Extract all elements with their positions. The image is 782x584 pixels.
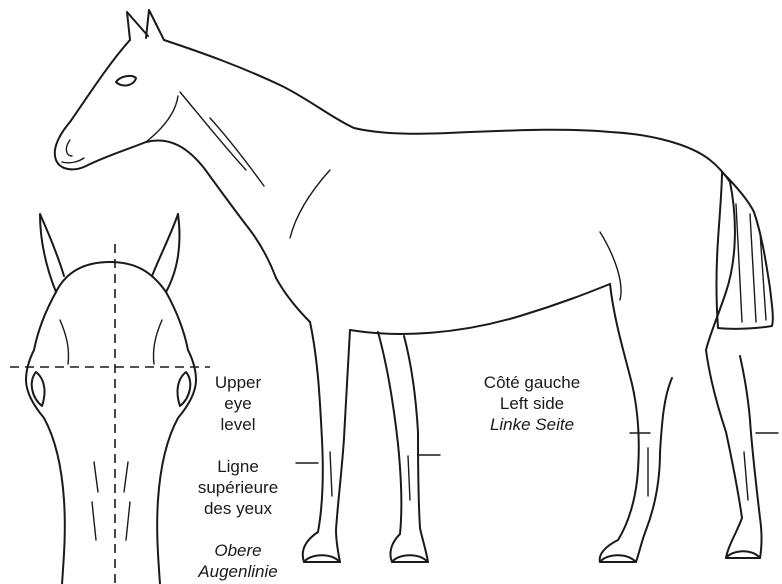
upper-eye-level-label-fr: Ligne supérieure des yeux [186,456,290,519]
front-nose-line [92,502,96,540]
front-face-line [60,320,69,364]
front-nose-line [126,502,130,540]
horse-neck-line [210,118,264,186]
label-line: des yeux [186,498,290,519]
horse-hind-leg [600,284,672,562]
upper-eye-level-label-de: Obere Augenlinie [186,540,290,582]
left-side-label-en: Left side [462,393,602,414]
front-eye-left [32,372,45,406]
label-line: Obere [186,540,290,561]
front-nose-line [124,462,128,492]
horse-leg-tendon [408,456,410,500]
front-nose-line [94,462,98,492]
horse-neck-line [180,92,246,170]
horse-belly [350,284,610,334]
horse-front-leg [378,332,428,562]
horse-ear [127,12,148,40]
horse-tail-hair [750,214,756,322]
upper-eye-level-label-en: Upper eye level [196,372,280,435]
horse-tail-hair [736,204,742,322]
left-side-label-de: Linke Seite [462,414,602,435]
label-line: eye [196,393,280,414]
front-eye-right [178,372,191,406]
horse-leg-tendon [330,452,332,496]
front-face-line [153,320,162,364]
label-line: supérieure [186,477,290,498]
label-line: level [196,414,280,435]
horse-jaw [146,96,178,142]
left-side-label: Côté gauche Left side Linke Seite [462,372,602,435]
horse-hoof [392,555,428,562]
horse-nostril [66,140,72,156]
horse-hoof [726,551,760,558]
horse-hoof [600,555,636,562]
label-line: Augenlinie [186,561,290,582]
horse-head-outline [55,40,276,278]
horse-leg-tendon [744,452,748,500]
horse-chest [276,278,310,322]
horse-eye [116,76,136,86]
horse-shoulder [290,170,330,238]
label-line: Upper [196,372,280,393]
horse-hind-leg [706,350,762,558]
front-head-outline [26,292,65,584]
horse-hoof [304,555,340,562]
horse-front-view [10,214,210,584]
horse-topline [164,40,730,182]
label-line: Ligne [186,456,290,477]
horse-front-leg [303,322,350,562]
horse-mouth [62,158,84,163]
front-ear-left [40,214,64,292]
horse-side-view [55,10,778,562]
left-side-label-fr: Côté gauche [462,372,602,393]
